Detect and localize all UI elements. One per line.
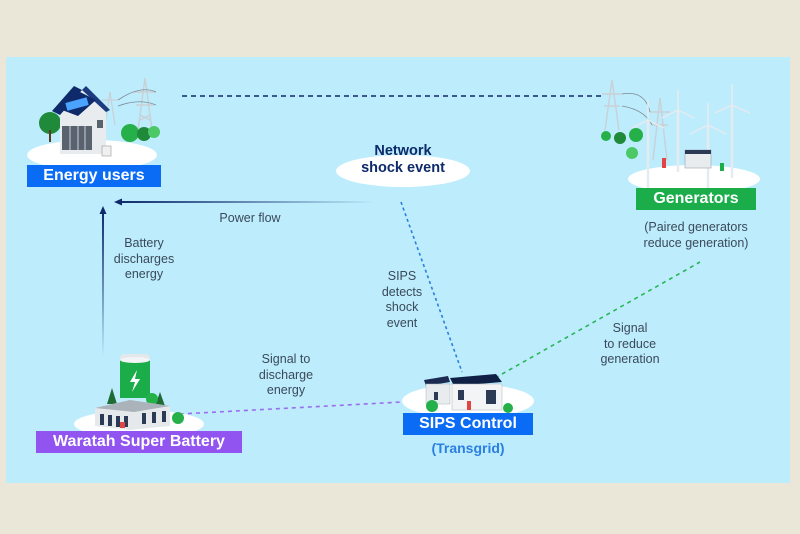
caption-line: Signal to	[261, 352, 311, 366]
power-flow-arrow	[120, 201, 375, 203]
caption-line: to reduce	[603, 336, 657, 351]
discharge-signal-line	[179, 401, 403, 415]
battery-discharge-arrowhead	[99, 206, 107, 214]
caption-line: Signal	[612, 321, 648, 335]
pylon-icon	[102, 77, 157, 131]
signal-reduce-caption: Signal to reduce generation	[590, 321, 670, 368]
caption-line: discharges	[113, 251, 175, 266]
network-shock-cloud	[336, 155, 470, 187]
generators-label[interactable]: Generators	[636, 188, 756, 210]
control-building-icon	[424, 374, 513, 413]
wind-farm-icon	[601, 79, 751, 190]
caption-line: energy	[124, 267, 164, 281]
network-shock-line: shock event	[361, 160, 445, 176]
caption-line: event	[386, 315, 418, 330]
lightning-icon	[130, 370, 140, 392]
network-shock-line: Network	[374, 143, 432, 159]
caption-line: shock	[385, 300, 419, 314]
caption-line: generation	[600, 352, 660, 366]
signal-discharge-caption: Signal to discharge energy	[250, 352, 322, 399]
caption-line: energy	[266, 383, 306, 397]
power-flow-caption: Power flow	[219, 211, 281, 225]
sips-control-label[interactable]: SIPS Control	[403, 413, 533, 435]
caption-line: Battery	[124, 236, 164, 250]
transgrid-label: (Transgrid)	[431, 440, 505, 456]
battery-label[interactable]: Waratah Super Battery	[36, 431, 242, 453]
generators-caption-line: reduce generation)	[643, 235, 749, 250]
generators-caption-line: (Paired generators	[644, 220, 748, 234]
house-icon	[39, 77, 160, 157]
battery-discharges-caption: Battery discharges energy	[108, 236, 180, 283]
pylon-icon	[602, 79, 670, 161]
power-flow-arrowhead	[114, 198, 122, 206]
network-shock-label[interactable]: Network shock event	[336, 143, 470, 177]
caption-line: SIPS	[387, 269, 417, 283]
caption-line: discharge	[258, 367, 314, 382]
battery-icon	[95, 354, 184, 430]
energy-users-label[interactable]: Energy users	[27, 165, 161, 187]
sips-detects-caption: SIPS detects shock event	[372, 269, 432, 331]
battery-discharge-arrow	[102, 212, 104, 357]
generators-caption: (Paired generators reduce generation)	[618, 220, 774, 251]
sips-detect-line	[400, 201, 463, 373]
caption-line: detects	[381, 284, 423, 299]
